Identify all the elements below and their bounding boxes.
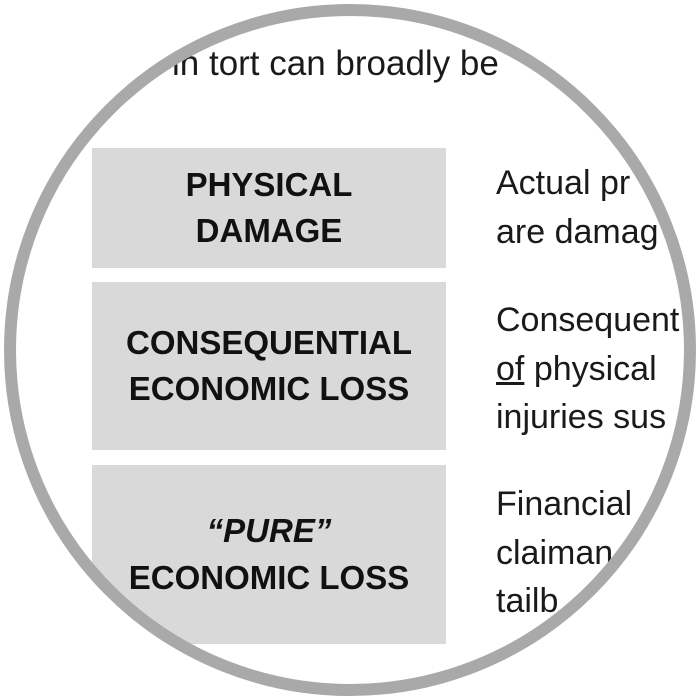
- description-line: Consequent: [496, 301, 680, 339]
- category-physical-damage: PHYSICAL DAMAGE: [92, 148, 446, 268]
- category-pure-economic-loss: “PURE” ECONOMIC LOSS: [92, 465, 446, 644]
- magnifier-lens: in tort can broadly be PHYSICAL DAMAGE A…: [4, 4, 696, 696]
- description-line: claiman: [496, 533, 614, 572]
- category-consequential-economic-loss: CONSEQUENTIAL ECONOMIC LOSS: [92, 282, 446, 450]
- category-label-line: CONSEQUENTIAL: [125, 323, 412, 361]
- description-line: injuries sus: [496, 398, 667, 437]
- category-label-line: PHYSICAL: [185, 165, 353, 203]
- category-label-line: “PURE”: [206, 512, 332, 550]
- description-line: of physical: [496, 345, 679, 394]
- description-line: Actual pr: [496, 164, 631, 202]
- category-label-line: ECONOMIC LOSS: [128, 558, 410, 596]
- description-line-rest: physical: [533, 349, 657, 388]
- description-physical-damage: Actual pr are damag: [496, 159, 659, 256]
- category-label-line: DAMAGE: [195, 212, 343, 249]
- description-pure-economic-loss: Financial claiman tailb: [496, 480, 632, 626]
- intro-text: in tort can broadly be: [172, 44, 499, 83]
- description-line: are damag: [496, 212, 659, 251]
- description-consequential-economic-loss: Consequent of physical injuries sus: [496, 296, 679, 442]
- underlined-word: of: [496, 349, 525, 388]
- description-line: Financial: [496, 485, 633, 523]
- description-line: tailb: [496, 582, 559, 621]
- category-label-line: ECONOMIC LOSS: [128, 370, 410, 407]
